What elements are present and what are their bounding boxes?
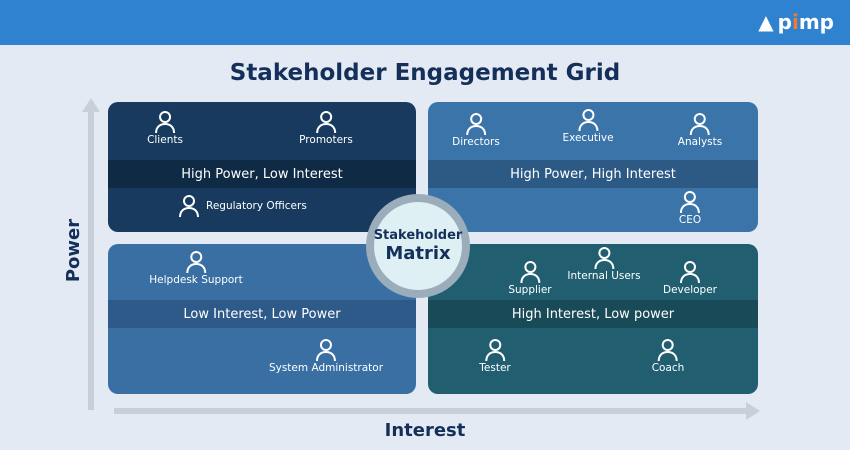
person-icon <box>315 339 336 362</box>
interest-label: Interest <box>384 420 466 441</box>
person-icon <box>679 261 700 284</box>
stakeholder: Helpdesk Support <box>149 250 243 286</box>
arrow-up-icon <box>82 98 100 112</box>
quadrant-label: High Power, Low Interest <box>108 160 416 188</box>
brand-logo: ▲pimp <box>758 10 834 34</box>
stakeholder: Executive <box>562 108 614 144</box>
stakeholder: CEO <box>679 190 701 226</box>
power-axis <box>88 108 94 410</box>
logo-icon: ▲ <box>758 10 774 34</box>
stakeholder: Internal Users <box>567 246 641 282</box>
person-icon <box>179 195 199 218</box>
person-icon <box>155 111 175 134</box>
stakeholder: Tester <box>479 338 511 374</box>
person-icon <box>679 191 700 214</box>
stakeholder: System Administrator <box>269 338 383 374</box>
stakeholder: Regulatory Officers <box>178 194 307 218</box>
person-icon <box>519 261 540 284</box>
person-icon <box>466 113 486 136</box>
stakeholder: Clients <box>147 110 183 146</box>
stakeholder: Coach <box>652 338 684 374</box>
person-icon <box>658 339 678 362</box>
quadrant-label: Low Interest, Low Power <box>108 300 416 328</box>
power-label: Power <box>63 218 85 283</box>
stakeholder: Directors <box>452 112 500 148</box>
quadrant-label: High Interest, Low power <box>428 300 758 328</box>
stakeholder: Promoters <box>299 110 353 146</box>
top-bar: ▲pimp <box>0 0 850 45</box>
quadrant-low-interest-low-power: Low Interest, Low Power Helpdesk Support… <box>108 244 416 394</box>
quadrant-high-power-high-interest: High Power, High Interest Directors Exec… <box>428 102 758 232</box>
center-line-1: Stakeholder <box>373 228 463 243</box>
page-title: Stakeholder Engagement Grid <box>229 60 621 86</box>
quadrant-high-power-low-interest: High Power, Low Interest Clients Promote… <box>108 102 416 232</box>
quadrant-label: High Power, High Interest <box>428 160 758 188</box>
arrow-right-icon <box>746 402 760 420</box>
stakeholder-matrix-center: Stakeholder Matrix <box>366 194 470 298</box>
person-icon <box>690 113 710 136</box>
person-icon <box>316 111 336 134</box>
stakeholder: Developer <box>663 260 717 296</box>
quadrant-high-interest-low-power: High Interest, Low power Supplier Intern… <box>428 244 758 394</box>
person-icon <box>578 109 598 132</box>
stakeholder: Supplier <box>508 260 552 296</box>
person-icon <box>594 247 614 270</box>
interest-axis <box>114 408 748 414</box>
person-icon <box>186 251 206 274</box>
center-line-2: Matrix <box>385 243 451 264</box>
stakeholder: Analysts <box>678 112 722 148</box>
person-icon <box>485 339 505 362</box>
